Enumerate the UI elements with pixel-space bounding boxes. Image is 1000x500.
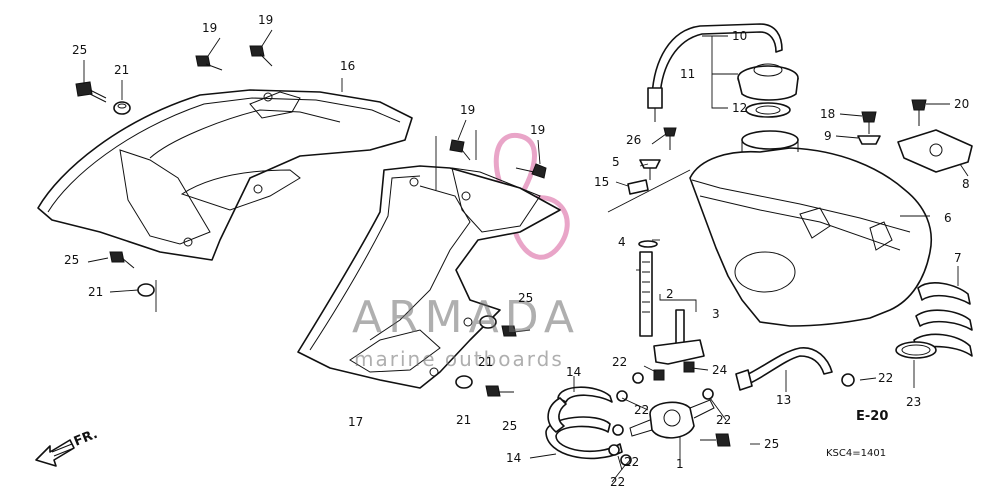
watermark-tagline: marine outboards (354, 347, 564, 371)
callout-1: 1 (676, 457, 684, 471)
callout-21: 21 (114, 63, 129, 77)
callout-11: 11 (680, 67, 695, 81)
callout-10: 10 (732, 29, 747, 43)
callout-2: 2 (666, 287, 674, 301)
callout-23: 23 (906, 395, 921, 409)
callout-21: 21 (456, 413, 471, 427)
callout-18: 18 (820, 107, 835, 121)
callout-5: 5 (612, 155, 620, 169)
callout-4: 4 (618, 235, 626, 249)
front-direction-arrow: FR. (35, 427, 100, 467)
callout-6: 6 (944, 211, 952, 225)
callout-19: 19 (258, 13, 273, 27)
callout-9: 9 (824, 129, 832, 143)
tank-rubber-part-7 (913, 282, 973, 357)
callout-20: 20 (954, 97, 969, 111)
left-shroud-part-16 (37, 89, 413, 261)
callout-22: 22 (878, 371, 893, 385)
callout-16: 16 (340, 59, 355, 73)
callout-25: 25 (64, 253, 79, 267)
leader-lines (155, 35, 969, 460)
callout-7: 7 (954, 251, 962, 265)
callout-19: 19 (202, 21, 217, 35)
shroud-bolts (75, 45, 731, 447)
fuel-valve-assembly (627, 127, 715, 439)
callout-12: 12 (732, 101, 747, 115)
clamp-part-23 (895, 341, 937, 359)
right-shroud-part-17 (297, 165, 561, 389)
fuel-tank-part-6 (689, 130, 932, 327)
callout-25: 25 (764, 437, 779, 451)
callout-22: 22 (624, 455, 639, 469)
reference-marker: E-20 (856, 409, 888, 424)
callout-14: 14 (566, 365, 581, 379)
callout-25: 25 (72, 43, 87, 57)
callout-26: 26 (626, 133, 641, 147)
callout-21: 21 (478, 355, 493, 369)
tank-cover-parts (857, 99, 973, 173)
callout-25: 25 (502, 419, 517, 433)
callout-8: 8 (962, 177, 970, 191)
callout-22: 22 (612, 355, 627, 369)
diagram-code: KSC4=1401 (826, 448, 886, 459)
callout-13: 13 (776, 393, 791, 407)
callout-17: 17 (348, 415, 363, 429)
callout-25: 25 (518, 291, 533, 305)
callout-22: 22 (610, 475, 625, 489)
callout-19: 19 (460, 103, 475, 117)
callout-15: 15 (594, 175, 609, 189)
label-stubs (83, 29, 950, 483)
callout-19: 19 (530, 123, 545, 137)
callout-14: 14 (506, 451, 521, 465)
callout-21: 21 (88, 285, 103, 299)
hose-clamps-part-22 (608, 372, 855, 466)
callout-22: 22 (716, 413, 731, 427)
callout-22: 22 (634, 403, 649, 417)
callout-24: 24 (712, 363, 727, 377)
fuel-hoses (545, 347, 833, 460)
fuel-cap-assembly (647, 23, 799, 122)
direction-label: FR. (72, 427, 100, 450)
watermark-brand: ARMADA (352, 292, 580, 343)
callout-labels: 25 21 19 19 16 19 19 25 21 17 25 21 21 2… (64, 13, 970, 489)
callout-3: 3 (712, 307, 720, 321)
